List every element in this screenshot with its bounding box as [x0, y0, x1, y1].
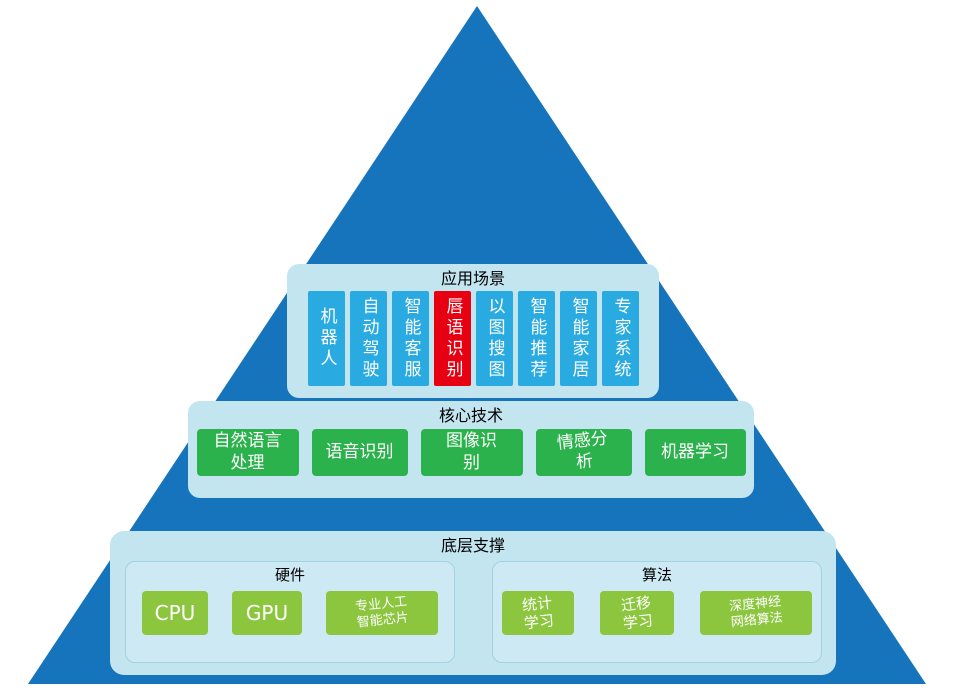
applications-panel: 应用场景 机器人 自动驾驶 智能客服 唇语识别 以图搜图 智能推荐 智能家居 专…	[287, 264, 659, 398]
hardware-item-ai-chip: 专业人工 智能芯片	[326, 591, 438, 635]
app-item-robot-label: 机器人	[316, 307, 337, 371]
app-item-smart-home-label: 智能家居	[568, 296, 589, 381]
app-item-autonomous-driving-label: 自动驾驶	[358, 296, 379, 381]
tech-item-image-recognition-label: 图像识 别	[446, 431, 497, 473]
core-tech-row: 自然语言 处理 语音识别 图像识 别 情感分 析 机器学习	[188, 428, 754, 477]
algorithm-row: 统计 学习 迁移 学习 深度神经 网络算法	[493, 591, 821, 635]
tech-item-speech-recognition: 语音识别	[311, 429, 408, 477]
algorithm-item-statistical-learning-label: 统计 学习	[521, 593, 555, 633]
app-item-smart-recommendation-label: 智能推荐	[526, 296, 547, 381]
algorithm-item-deep-neural-network: 深度神经 网络算法	[700, 591, 812, 635]
algorithm-item-deep-neural-network-label: 深度神经 网络算法	[728, 594, 784, 631]
app-item-expert-system-label: 专家系统	[610, 296, 631, 381]
algorithm-item-transfer-learning: 迁移 学习	[600, 591, 674, 635]
applications-title: 应用场景	[440, 269, 505, 288]
hardware-item-gpu-label: GPU	[245, 601, 289, 625]
tech-item-machine-learning: 机器学习	[644, 429, 746, 477]
app-item-smart-home: 智能家居	[559, 291, 597, 387]
algorithm-item-statistical-learning: 统计 学习	[502, 591, 574, 635]
app-item-image-search-label: 以图搜图	[484, 296, 505, 381]
app-item-image-search: 以图搜图	[475, 291, 513, 387]
algorithm-group-title: 算法	[641, 566, 672, 584]
hardware-group-title: 硬件	[274, 566, 305, 584]
core-tech-title: 核心技术	[438, 406, 503, 425]
algorithm-item-transfer-learning-label: 迁移 学习	[620, 593, 654, 633]
app-item-lip-reading-label: 唇语识别	[442, 296, 463, 381]
tech-item-nlp: 自然语言 处理	[196, 429, 299, 477]
tech-item-sentiment-analysis-label: 情感分 析	[555, 428, 609, 474]
app-item-autonomous-driving: 自动驾驶	[349, 291, 387, 387]
tech-item-sentiment-analysis: 情感分 析	[535, 428, 632, 477]
hardware-item-ai-chip-label: 专业人工 智能芯片	[354, 594, 410, 631]
foundation-panel: 底层支撑 硬件 CPU GPU 专业人工 智能芯片 算法 统计 学习 迁移 学习	[110, 531, 836, 675]
tech-item-speech-recognition-label: 语音识别	[325, 442, 394, 463]
tech-item-image-recognition: 图像识 别	[420, 429, 523, 477]
tech-item-machine-learning-label: 机器学习	[661, 442, 729, 463]
hardware-row: CPU GPU 专业人工 智能芯片	[126, 591, 454, 635]
app-item-expert-system: 专家系统	[601, 291, 639, 387]
core-tech-panel: 核心技术 自然语言 处理 语音识别 图像识 别 情感分 析 机器学习	[188, 401, 754, 498]
app-item-smart-customer-service-label: 智能客服	[400, 296, 421, 381]
app-item-smart-recommendation: 智能推荐	[517, 291, 555, 387]
applications-row: 机器人 自动驾驶 智能客服 唇语识别 以图搜图 智能推荐 智能家居 专家系统	[287, 291, 659, 387]
app-item-robot: 机器人	[307, 291, 345, 387]
tech-item-nlp-label: 自然语言 处理	[213, 431, 282, 473]
algorithm-group: 算法 统计 学习 迁移 学习 深度神经 网络算法	[492, 561, 822, 663]
hardware-item-cpu: CPU	[142, 591, 208, 635]
foundation-title: 底层支撑	[440, 536, 505, 555]
hardware-item-gpu: GPU	[232, 591, 302, 635]
hardware-group: 硬件 CPU GPU 专业人工 智能芯片	[125, 561, 455, 663]
hardware-item-cpu-label: CPU	[154, 601, 196, 625]
app-item-smart-customer-service: 智能客服	[391, 291, 429, 387]
app-item-lip-reading-highlighted: 唇语识别	[433, 291, 471, 387]
